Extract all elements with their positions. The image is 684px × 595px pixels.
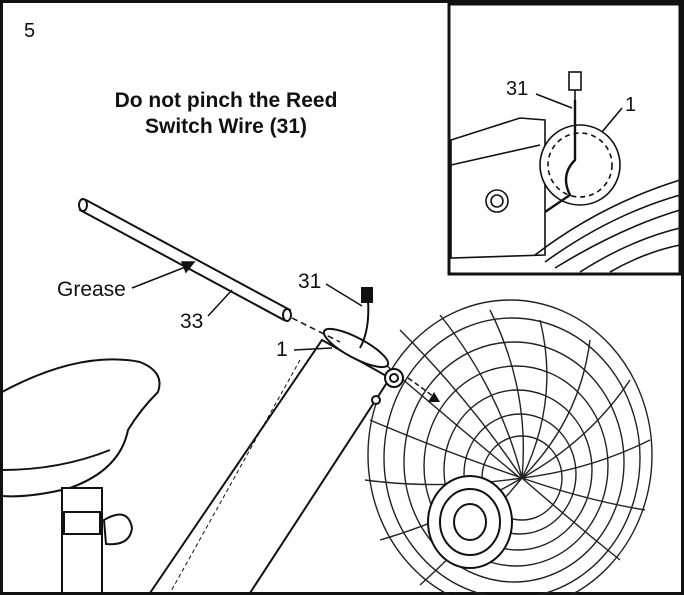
inset-detail: [447, 2, 682, 276]
part-31-label: 31: [298, 270, 322, 293]
leader-grease: [131, 265, 189, 289]
frame-tube: [148, 327, 404, 594]
leader-33: [207, 289, 233, 317]
inset-part-1-label: 1: [625, 94, 637, 116]
fan-hub: [427, 475, 513, 569]
step-number: 5: [24, 20, 36, 42]
fan-wheel: [364, 299, 653, 595]
inset-part-31-label: 31: [506, 78, 529, 100]
reed-switch-wire: [359, 287, 373, 349]
part-33-label: 33: [180, 310, 204, 333]
part-1-label: 1: [276, 338, 288, 361]
warning-line-1: Do not pinch the Reed: [114, 89, 338, 112]
grease-label: Grease: [57, 278, 126, 301]
leader-31: [325, 283, 363, 307]
seat-post: [61, 487, 134, 594]
warning-note: Do not pinch the Reed Switch Wire (31): [96, 88, 356, 140]
leader-1: [293, 347, 333, 351]
seat: [1, 358, 161, 498]
tube-33: [78, 198, 292, 322]
insertion-path: [291, 317, 341, 343]
warning-line-2: Switch Wire (31): [144, 115, 307, 138]
